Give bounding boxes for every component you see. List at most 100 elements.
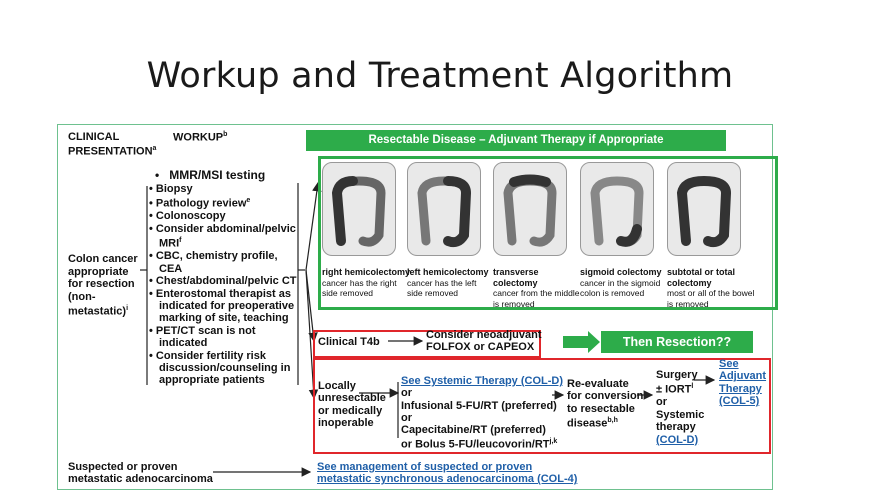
colon-image-sigmoid-colectomy <box>580 162 654 256</box>
adjuvant-line: Therapy <box>719 382 762 395</box>
adjuvant-line: (COL-5) <box>719 395 760 408</box>
procedure-name: transverse colectomy <box>493 267 539 288</box>
presentation-line: metastatic) <box>68 306 127 319</box>
reeval-sup: b,h <box>607 417 618 425</box>
metastatic-line: Suspected or proven <box>68 461 178 473</box>
surgery-line: ± IORT <box>656 384 692 397</box>
presentation-colon-cancer: Colon cancer appropriate for resection (… <box>68 253 148 319</box>
procedure-desc: side removed <box>322 288 374 298</box>
header-clinical: CLINICAL <box>68 131 120 143</box>
workup-item: • Biopsy <box>149 183 193 195</box>
procedure-name: subtotal or total colectomy <box>667 267 735 288</box>
adjuvant-line: See <box>719 358 739 370</box>
workup-item-sup: e <box>246 197 251 205</box>
surgery-line: therapy <box>656 421 696 434</box>
procedure-caption: subtotal or total colectomy most or all … <box>667 267 771 309</box>
procedure-caption: right hemicolectomy cancer has the right… <box>322 267 412 299</box>
systemic-therapy-col-d-link[interactable]: (COL-D) <box>656 433 699 446</box>
procedure-caption: left hemicolectomy cancer has the left s… <box>407 267 497 299</box>
slide-title: Workup and Treatment Algorithm <box>146 56 734 96</box>
workup-item: • Consider abdominal/pelvic MRIf <box>149 223 299 250</box>
adjuvant-line: Adjuvant <box>719 370 767 383</box>
colon-image-transverse-colectomy <box>493 162 567 256</box>
unresectable-box <box>313 358 771 454</box>
surgery-line: Surgery <box>656 369 698 381</box>
workup-item: • Colonoscopy <box>149 210 226 223</box>
metastatic-management-link[interactable]: See management of suspected or proven me… <box>317 461 577 486</box>
metastatic-line: metastatic adenocarcinoma <box>68 473 213 486</box>
procedure-desc: cancer has the left <box>407 277 477 288</box>
reeval-line: disease <box>567 417 608 430</box>
procedure-desc: side removed <box>407 288 459 298</box>
workup-item: • Consider fertility risk discussion/cou… <box>149 349 291 387</box>
resectable-banner: Resectable Disease – Adjuvant Therapy if… <box>306 130 726 151</box>
header-presentation: PRESENTATION <box>68 145 153 158</box>
workup-item-text: • Consider abdominal/pelvic MRI <box>149 222 296 250</box>
t4b-label: Clinical T4b <box>318 336 380 348</box>
colon-image-right-hemicolectomy <box>322 162 396 256</box>
resectable-box <box>318 156 778 310</box>
mmr-note-text: MMR/MSI testing <box>169 168 266 182</box>
procedure-desc: is removed <box>667 298 709 309</box>
t4b-option-line: Consider neoadjuvant <box>426 329 542 341</box>
presentation-sup: i <box>126 305 129 313</box>
reevaluate-text: Re-evaluate for conversion to resectable… <box>567 378 643 430</box>
colon-icon <box>503 174 557 247</box>
procedure-desc: most or all of the bowel <box>667 288 755 298</box>
workup-item-text: • Pathology review <box>149 198 247 211</box>
adjuvant-therapy-link[interactable]: See Adjuvant Therapy (COL-5) <box>719 358 766 408</box>
unresectable-line: inoperable <box>318 417 374 430</box>
option-line: Infusional 5-FU/RT (preferred) <box>401 399 557 412</box>
unresectable-line: unresectable <box>318 392 386 405</box>
surgery-sup: l <box>691 383 694 391</box>
option-line: Bolus 5-FU/leucovorin/RT <box>415 439 550 452</box>
presentation-line: Colon cancer <box>68 253 138 265</box>
t4b-option: Consider neoadjuvant FOLFOX or CAPEOX <box>426 329 542 353</box>
workup-item: • Enterostomal therapist as indicated fo… <box>149 287 295 325</box>
procedure-desc: cancer in the sigmoid <box>580 277 661 288</box>
reeval-line: to resectable <box>567 402 635 415</box>
procedure-desc: is removed <box>493 298 535 309</box>
workup-header: WORKUPb <box>173 129 227 144</box>
procedure-caption: transverse colectomy cancer from the mid… <box>493 267 583 309</box>
systemic-therapy-link[interactable]: See Systemic Therapy (COL-D) <box>401 375 563 387</box>
metastatic-link-line: See management of suspected or proven <box>317 461 533 473</box>
arrow-unresectable <box>305 269 319 400</box>
clinical-presentation-header: CLINICAL PRESENTATIONa <box>68 131 156 158</box>
surgery-line: or <box>656 396 667 409</box>
surgery-line: Systemic <box>656 408 705 421</box>
arrow-resectable <box>305 181 322 271</box>
colon-icon <box>676 175 732 248</box>
t4b-option-line: FOLFOX or CAPEOX <box>426 341 535 353</box>
colon-icon <box>590 176 644 247</box>
colon-icon <box>331 176 386 247</box>
workup-item: • CBC, chemistry profile, CEA <box>149 250 278 275</box>
unresectable-line: Locally <box>318 380 356 392</box>
procedure-desc: colon is removed <box>580 288 645 298</box>
option-sup: j,k <box>549 438 558 446</box>
presentation-line: (non- <box>68 290 96 303</box>
presentation-line: for resection <box>68 278 135 291</box>
header-workup: WORKUP <box>173 131 224 144</box>
option-or: or <box>401 411 412 424</box>
option-or: or <box>401 439 412 452</box>
green-arrow <box>563 331 600 353</box>
header-presentation-sup: a <box>152 145 157 152</box>
option-line: Capecitabine/RT (preferred) <box>401 424 546 437</box>
unresectable-options: See Systemic Therapy (COL-D) or Infusion… <box>401 375 563 451</box>
colon-image-total-colectomy <box>667 162 741 256</box>
workup-list: • Biopsy • Pathology reviewe • Colonosco… <box>149 183 299 387</box>
unresectable-line: or medically <box>318 404 383 417</box>
workup-item: • Pathology reviewe <box>149 195 299 210</box>
procedure-caption: sigmoid colectomy cancer in the sigmoid … <box>580 267 670 299</box>
procedure-name: left hemicolectomy <box>407 267 489 277</box>
procedure-desc: cancer from the middle <box>493 288 580 298</box>
metastatic-label: Suspected or proven metastatic adenocarc… <box>68 461 213 486</box>
procedure-name: sigmoid colectomy <box>580 267 662 277</box>
procedure-desc: cancer has the right <box>322 277 397 288</box>
presentation-line: appropriate <box>68 265 129 278</box>
reeval-line: for conversion <box>567 390 644 403</box>
workup-item-sup: f <box>179 237 182 245</box>
colon-icon <box>417 176 472 248</box>
